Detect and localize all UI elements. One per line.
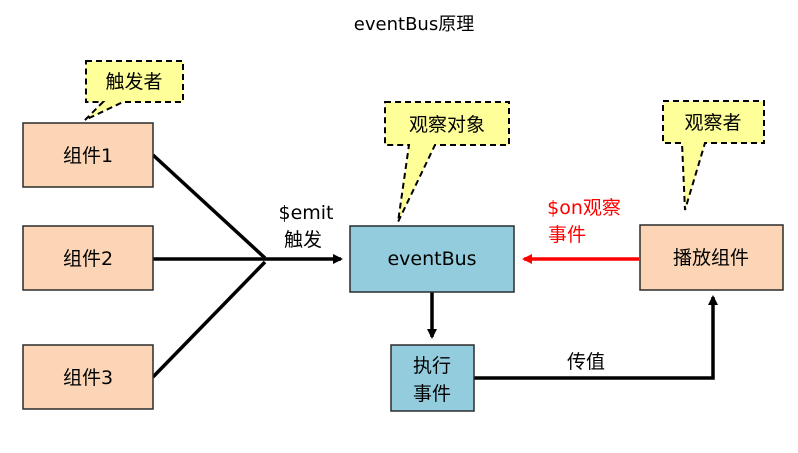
execute-event-node: 执行 事件 <box>390 344 475 412</box>
callout-observed: 观察对象 <box>384 101 510 223</box>
callout-observer: 观察者 <box>662 100 765 211</box>
edges <box>151 153 718 380</box>
callout-observed-label: 观察对象 <box>409 114 485 136</box>
callout-trigger: 触发者 <box>84 60 184 121</box>
component2-label: 组件2 <box>63 248 113 270</box>
on-label-line2: 事件 <box>548 224 586 246</box>
edge-execute-to-player <box>474 295 718 380</box>
on-label-line1: $on观察 <box>547 197 621 219</box>
emit-label-line1: $emit <box>278 202 333 224</box>
pass-value-label: 传值 <box>567 351 605 373</box>
execute-label-line2: 事件 <box>413 383 451 405</box>
execute-label-line1: 执行 <box>413 355 451 377</box>
player-component-label: 播放组件 <box>673 247 749 269</box>
callout-trigger-label: 触发者 <box>105 71 162 93</box>
edge-component1-to-bus <box>151 153 267 260</box>
component3-node: 组件3 <box>22 344 154 410</box>
component1-label: 组件1 <box>63 145 113 167</box>
diagram-title: eventBus原理 <box>354 14 474 35</box>
emit-label-line2: 触发 <box>284 229 322 251</box>
component2-node: 组件2 <box>22 225 154 291</box>
edge-component3-to-bus <box>151 260 267 379</box>
player-component-node: 播放组件 <box>639 224 784 291</box>
eventbus-node: eventBus <box>349 225 515 293</box>
callout-observer-label: 观察者 <box>684 112 741 134</box>
eventbus-label: eventBus <box>387 248 476 270</box>
component3-label: 组件3 <box>63 367 113 389</box>
component1-node: 组件1 <box>22 122 154 188</box>
